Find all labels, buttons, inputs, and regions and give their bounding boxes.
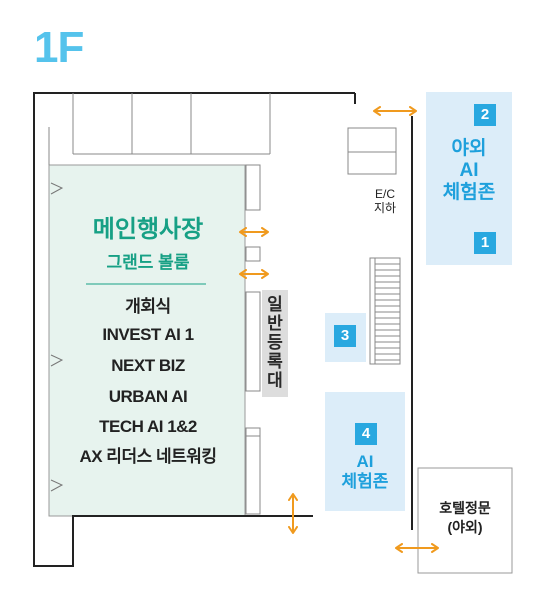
- zone-badge-2: 2: [474, 104, 496, 126]
- program-item: NEXT BIZ: [111, 356, 185, 375]
- program-item: INVEST AI 1: [102, 325, 194, 344]
- hotel-gate-box: [417, 467, 513, 574]
- registration-label-char: 반: [267, 314, 283, 333]
- zone-badge-1: 1: [474, 232, 496, 254]
- main-hall-area: [48, 164, 246, 517]
- registration-label-char: 등: [267, 333, 283, 352]
- ai-zone-4-area: [325, 392, 405, 511]
- staircase: [375, 263, 400, 361]
- escalator-label: E/C 지하: [373, 187, 397, 215]
- floor-title: 1F: [34, 23, 84, 72]
- registration-label-char: 록: [267, 352, 283, 371]
- inner-partitions: [48, 93, 401, 515]
- main-hall-title: 메인행사장: [92, 216, 204, 243]
- registration-label-char: 대: [267, 371, 283, 390]
- program-item: TECH AI 1&2: [99, 417, 197, 436]
- hotel-gate-label: 호텔정문 (야외): [439, 500, 491, 535]
- program-item: URBAN AI: [108, 387, 188, 406]
- program-item: AX 리더스 네트워킹: [79, 447, 217, 466]
- zone-badge-3: 3: [334, 325, 356, 347]
- ai-zone-4-label: AI 체험존: [341, 452, 389, 491]
- outdoor-ai-zone: [426, 92, 512, 265]
- main-hall-subtitle: 그랜드 볼룸: [106, 253, 190, 272]
- zone-badge-4: 4: [355, 423, 377, 445]
- door-swings: [50, 182, 64, 492]
- program-item: 개회식: [125, 297, 171, 316]
- outdoor-ai-zone-label: 야외 AI 체험존: [442, 138, 496, 203]
- registration-label-char: 일: [267, 295, 283, 314]
- registration-desk: [262, 290, 288, 397]
- outer-walls: [33, 92, 413, 567]
